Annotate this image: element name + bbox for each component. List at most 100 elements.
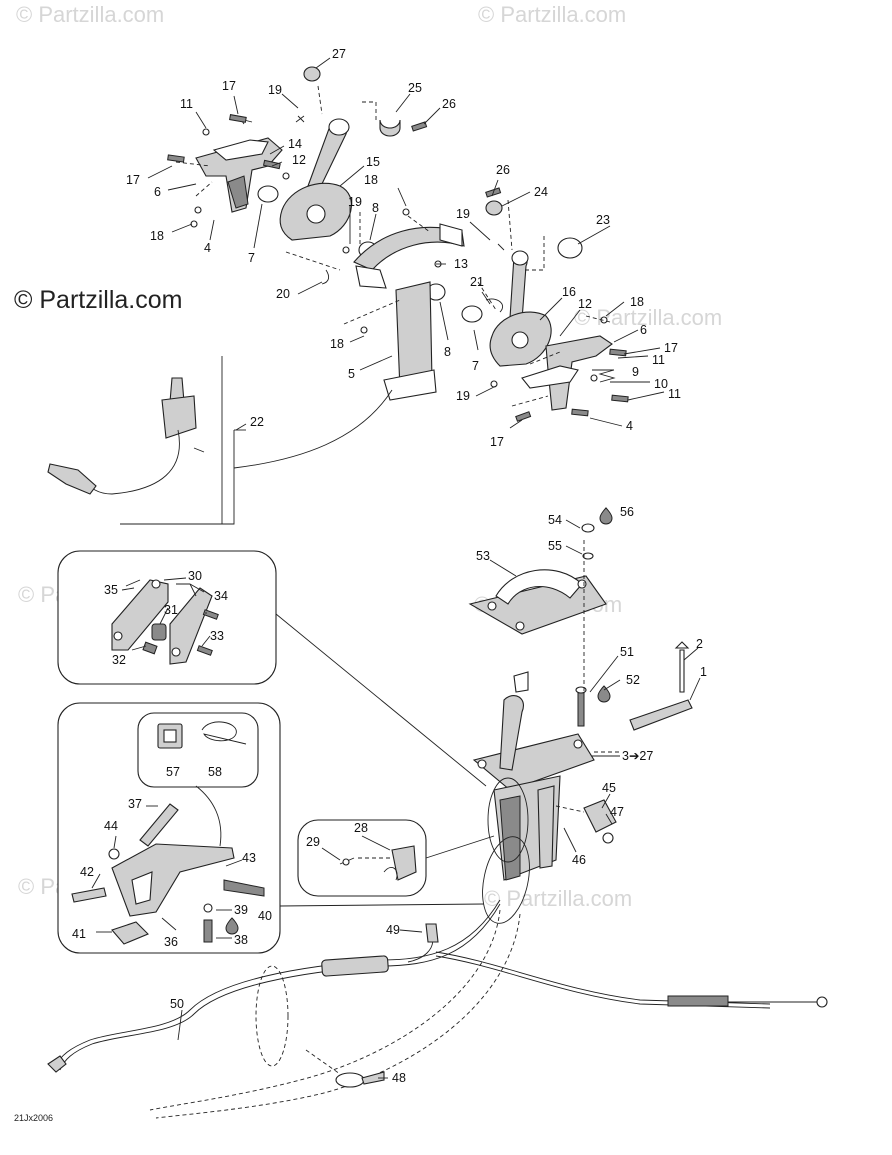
callout-12: 12 <box>578 297 592 311</box>
diagram-code: 21Jx2006 <box>14 1113 54 1123</box>
callout-6: 6 <box>640 323 647 337</box>
shifter-body <box>472 671 595 881</box>
callout-27: 27 <box>332 47 346 61</box>
watermark: © Partzilla.com <box>574 305 723 330</box>
callout-19: 19 <box>348 195 362 209</box>
watermark: © Partzilla.com <box>16 2 165 27</box>
callout-17: 17 <box>126 173 140 187</box>
callout-36: 36 <box>164 935 178 949</box>
callout-24: 24 <box>534 185 548 199</box>
shift-lever-left <box>279 118 352 241</box>
callout-17: 17 <box>222 79 236 93</box>
detail-box-pivot <box>57 550 277 685</box>
callout-7: 7 <box>472 359 479 373</box>
callout-19: 19 <box>456 389 470 403</box>
screw-51 <box>575 686 587 727</box>
screw-54-washer <box>581 523 595 700</box>
callout-15: 15 <box>366 155 380 169</box>
assembly-guides-upper <box>175 85 611 407</box>
callout-46: 46 <box>572 853 586 867</box>
right-side-plate <box>521 335 613 411</box>
shifter-cover <box>468 569 607 635</box>
callout-4: 4 <box>626 419 633 433</box>
callout-11: 11 <box>652 353 665 367</box>
callout-56: 56 <box>620 505 634 519</box>
callout-22: 22 <box>250 415 264 429</box>
callout-4: 4 <box>204 241 211 255</box>
leader-detail-bottom <box>279 903 485 907</box>
callout-35: 35 <box>104 583 118 597</box>
callout-2: 2 <box>696 637 703 651</box>
callout-30: 30 <box>188 569 202 583</box>
leader-detail-top <box>275 613 487 787</box>
callout-7: 7 <box>248 251 255 265</box>
callout-51: 51 <box>620 645 634 659</box>
bushing-far <box>461 305 483 323</box>
cable-sleeve <box>149 909 521 1119</box>
callout-17: 17 <box>490 435 504 449</box>
callout-13: 13 <box>454 257 468 271</box>
callout-6: 6 <box>154 185 161 199</box>
callout-34: 34 <box>214 589 228 603</box>
callout-25: 25 <box>408 81 422 95</box>
callout-14: 14 <box>288 137 302 151</box>
detail-ring-upper <box>487 777 529 863</box>
callout-50: 50 <box>170 997 184 1011</box>
callout-11: 11 <box>668 387 681 401</box>
callout-20: 20 <box>276 287 290 301</box>
center-housing <box>353 223 465 401</box>
callout-31: 31 <box>164 603 178 617</box>
callout-37: 37 <box>128 797 142 811</box>
callout-45: 45 <box>602 781 616 795</box>
neutral-switch-harness <box>47 356 393 525</box>
rubber-bumper <box>379 119 401 137</box>
leader-detail-middle <box>425 835 495 859</box>
callout-28: 28 <box>354 821 368 835</box>
knob-cap-right <box>485 200 503 216</box>
callout-38: 38 <box>234 933 248 947</box>
callout-10: 10 <box>654 377 668 391</box>
throttle-cable <box>47 899 828 1073</box>
callout-8: 8 <box>444 345 451 359</box>
knob-cap <box>303 66 321 82</box>
callout-labels: 27 25 26 19 17 11 14 12 17 6 15 18 19 8 … <box>72 47 707 1085</box>
callout-26: 26 <box>496 163 510 177</box>
detail-box-clip <box>297 819 427 897</box>
callout-53: 53 <box>476 549 490 563</box>
watermark: © Partzilla.com <box>484 886 633 911</box>
callout-17: 17 <box>664 341 678 355</box>
callout-32: 32 <box>112 653 126 667</box>
callout-48: 48 <box>392 1071 406 1085</box>
callout-54: 54 <box>548 513 562 527</box>
callout-47: 47 <box>610 805 624 819</box>
callout-58: 58 <box>208 765 222 779</box>
left-side-plate <box>195 137 283 213</box>
callout-42: 42 <box>80 865 94 879</box>
callout-8: 8 <box>372 201 379 215</box>
callout-21: 21 <box>470 275 484 289</box>
callout-52: 52 <box>626 673 640 687</box>
callout-1: 1 <box>700 665 707 679</box>
callout-12: 12 <box>292 153 306 167</box>
callout-26: 26 <box>442 97 456 111</box>
callout-41: 41 <box>72 927 86 941</box>
callout-16: 16 <box>562 285 576 299</box>
callout-11: 11 <box>180 97 193 111</box>
callout-44: 44 <box>104 819 118 833</box>
callout-3-27: 3➔27 <box>622 749 653 763</box>
detail-box-linkage <box>57 702 281 954</box>
callout-5: 5 <box>348 367 355 381</box>
callout-33: 33 <box>210 629 224 643</box>
callout-39: 39 <box>234 903 248 917</box>
detail-ring-lower <box>482 836 530 924</box>
bushing-left <box>257 185 279 203</box>
callout-19: 19 <box>456 207 470 221</box>
callout-18: 18 <box>630 295 644 309</box>
callout-40: 40 <box>258 909 272 923</box>
callout-43: 43 <box>242 851 256 865</box>
callout-55: 55 <box>548 539 562 553</box>
callout-29: 29 <box>306 835 320 849</box>
callout-23: 23 <box>596 213 610 227</box>
